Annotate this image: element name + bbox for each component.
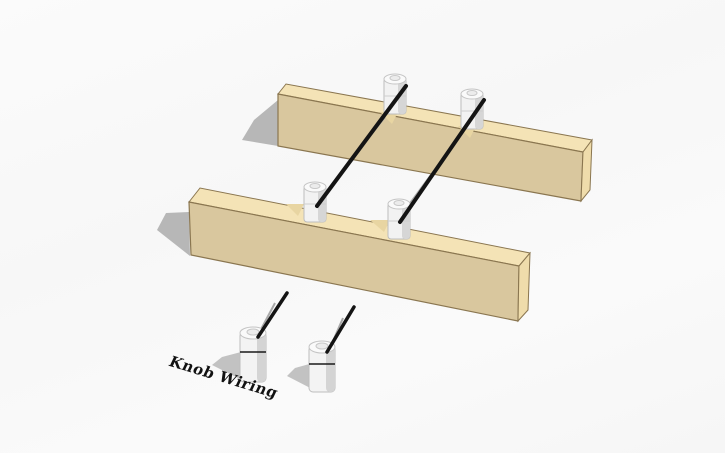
back-knob-2[interactable]	[460, 88, 484, 130]
loose-knob-2[interactable]	[287, 305, 356, 393]
black-wires[interactable]	[315, 84, 486, 224]
loose-knob-1[interactable]	[212, 291, 289, 383]
front-knob-2[interactable]	[387, 198, 411, 240]
front-beam-shadow	[157, 212, 190, 256]
front-beam-end	[517, 251, 531, 323]
front-knob-1[interactable]	[303, 181, 327, 223]
front-beam[interactable]	[157, 187, 531, 323]
back-beam-shadow	[242, 100, 278, 146]
back-beam[interactable]	[242, 83, 593, 203]
back-beam-end	[580, 138, 593, 203]
